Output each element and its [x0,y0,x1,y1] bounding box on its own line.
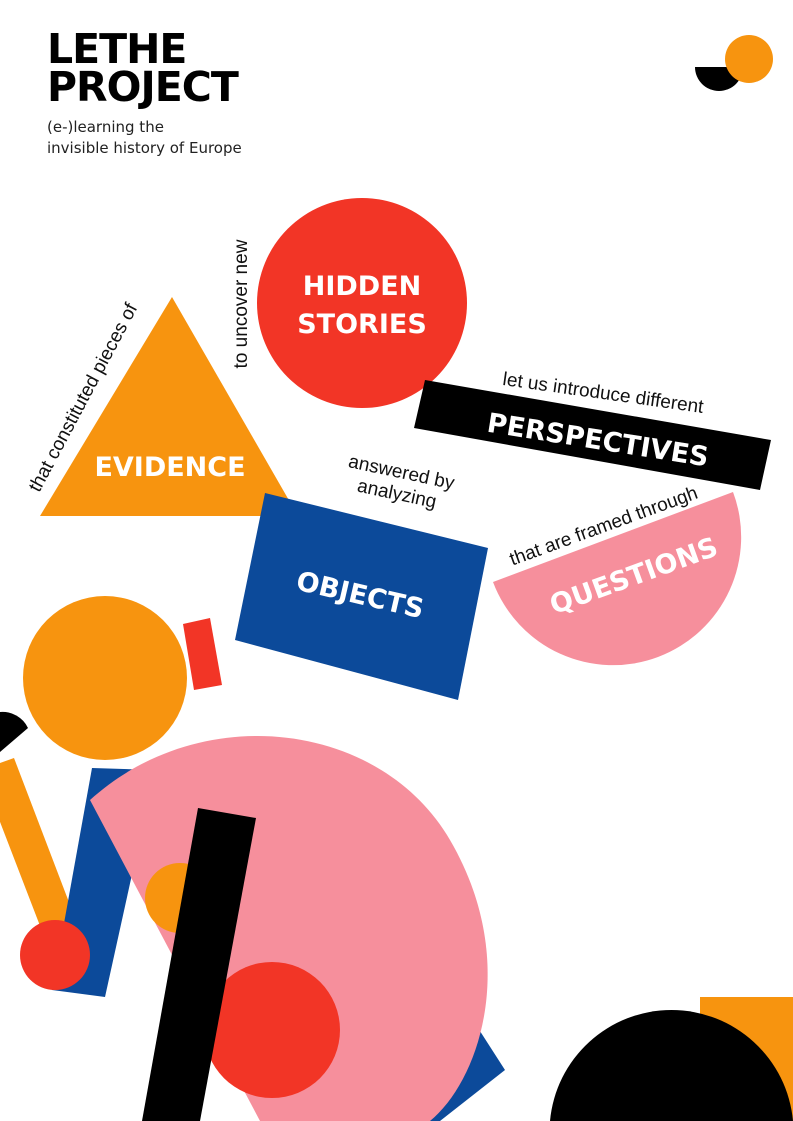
project-title: LETHE PROJECT [47,25,239,111]
evidence-triangle [40,297,298,516]
objects-rectangle [235,493,488,700]
title-line-1: LETHE [47,25,187,73]
hidden-stories-circle [257,198,467,408]
black-diagonal-bar [142,808,256,1121]
red-circle-medium [204,962,340,1098]
questions-half-circle [493,492,742,666]
evidence-label: EVIDENCE [94,452,246,483]
orange-circle-large [23,596,187,760]
logo-orange-circle [725,35,773,83]
phrase-to-uncover-new: to uncover new [231,239,252,369]
red-circle-small [20,920,90,990]
black-wedge-left [0,711,28,752]
subtitle-line-2: invisible history of Europe [47,139,242,157]
subtitle-line-1: (e-)learning the [47,118,164,136]
red-small-bar [183,618,222,690]
hidden-stories-label: HIDDEN STORIES [282,268,442,344]
project-subtitle: (e-)learning the invisible history of Eu… [47,117,242,159]
black-half-circle-bottom [550,1010,793,1121]
perspectives-bar [414,380,771,490]
pink-quarter-circle [90,735,488,1121]
orange-bar-left [0,758,75,931]
hidden-stories-line-1: HIDDEN [302,271,422,302]
hidden-stories-line-2: STORIES [297,309,427,340]
title-line-2: PROJECT [47,63,239,111]
